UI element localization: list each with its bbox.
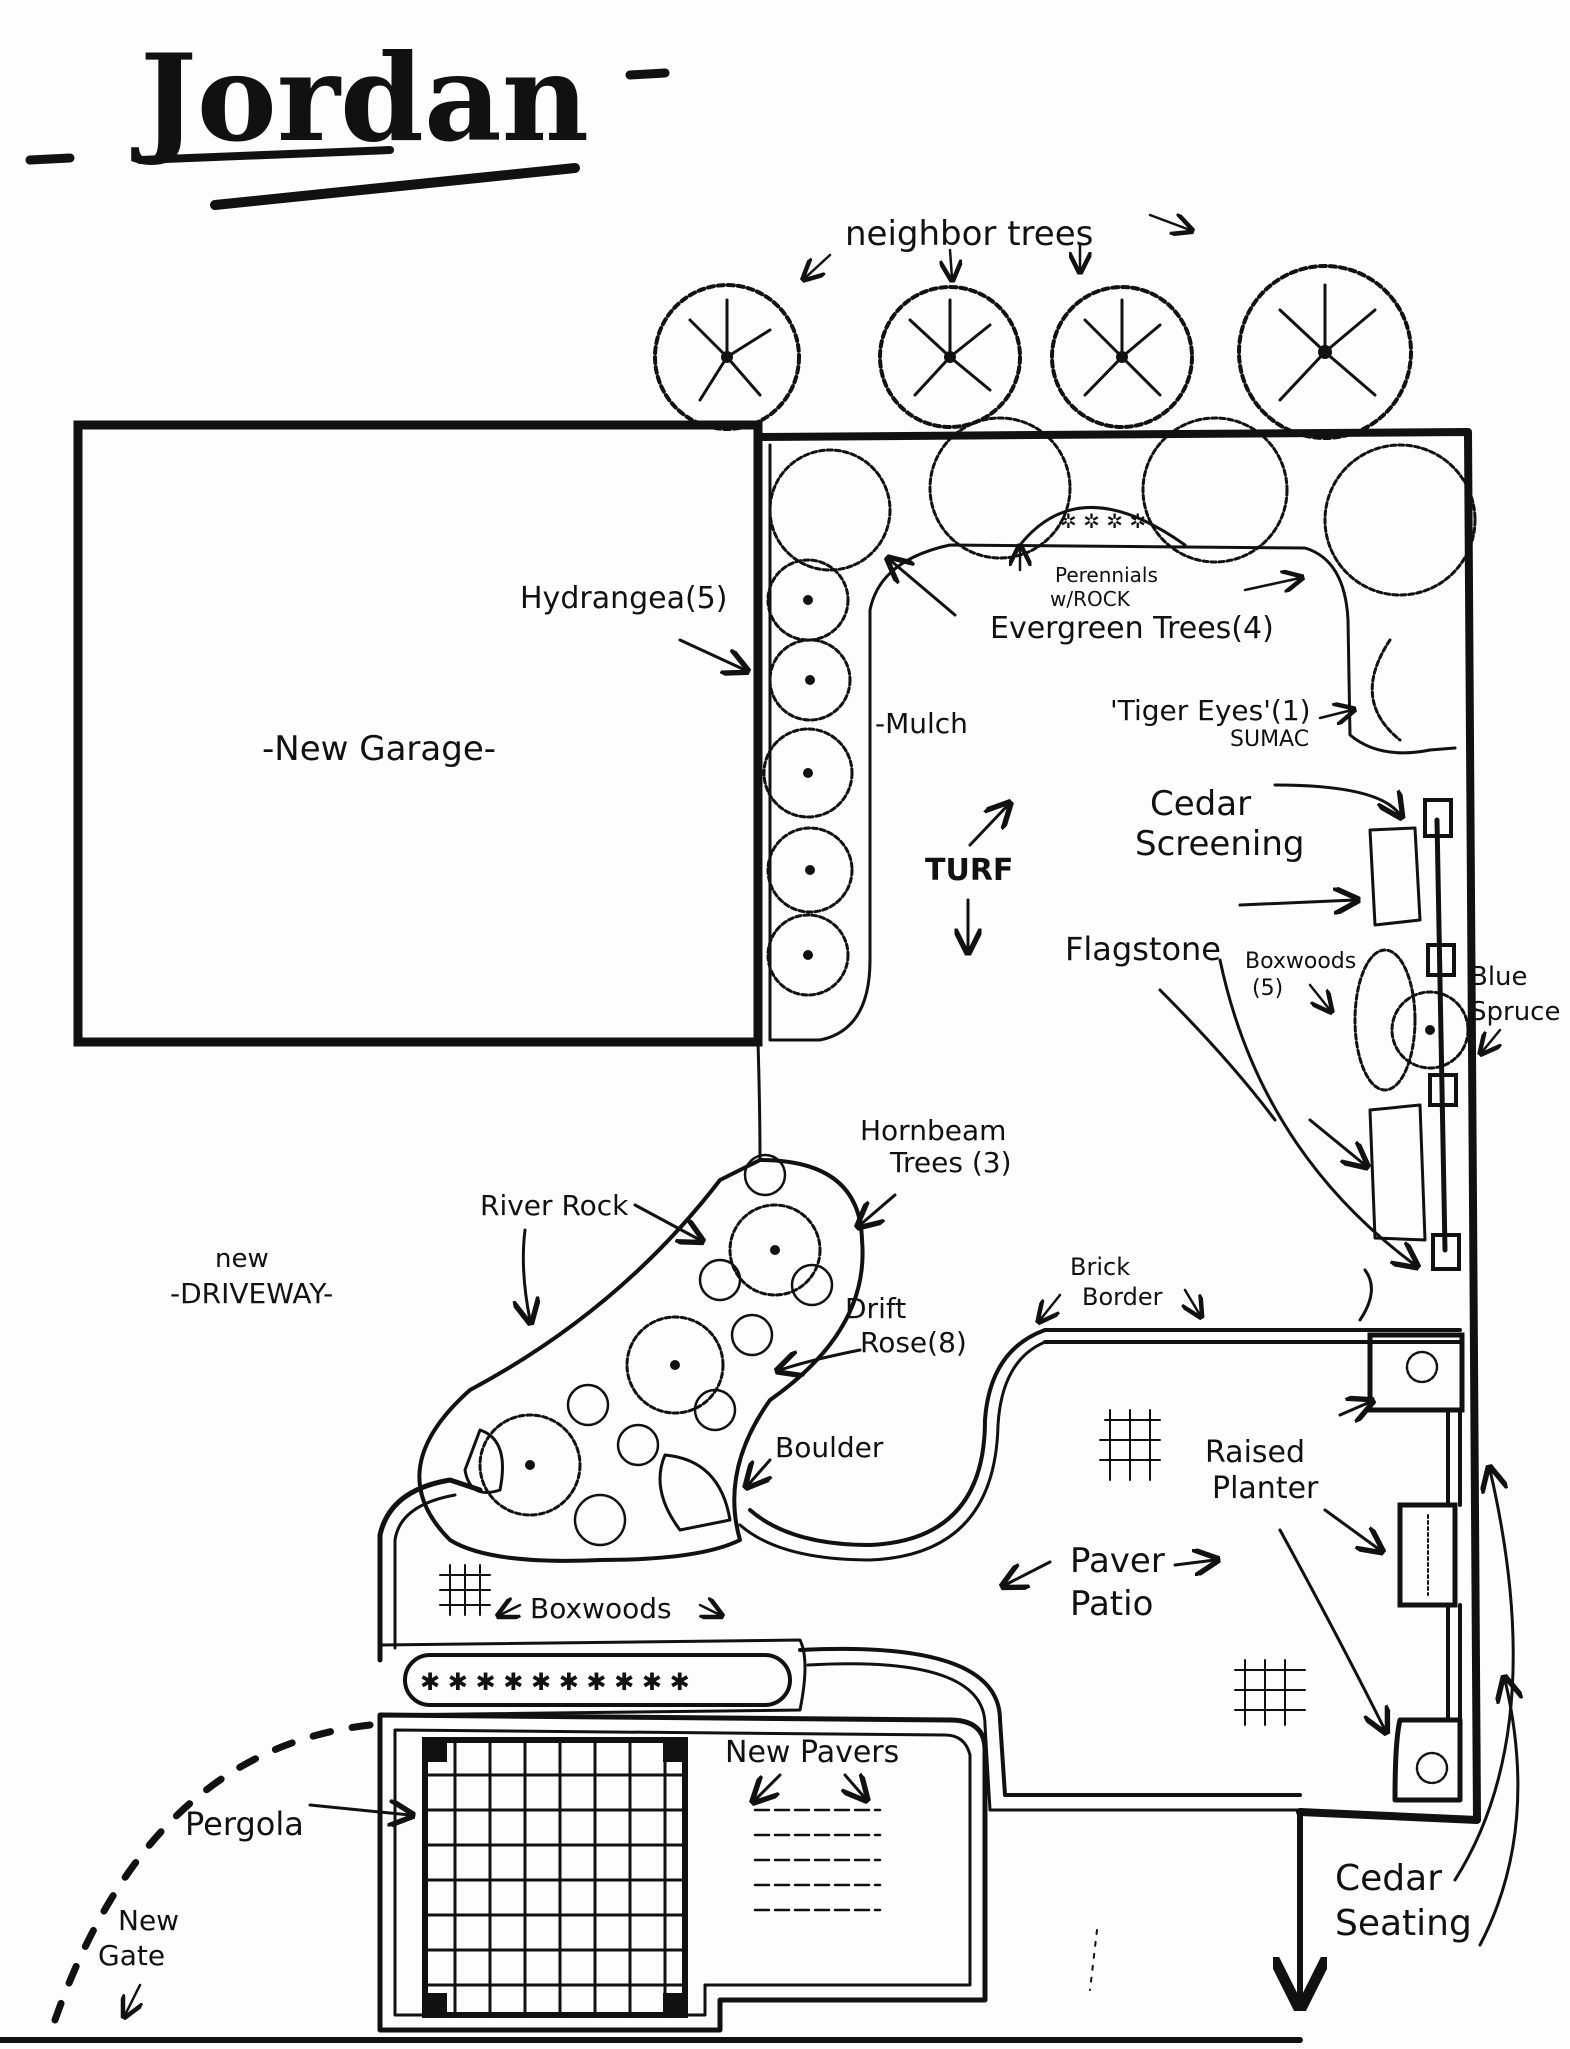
mulch-label: -Mulch <box>875 707 968 740</box>
title-block: Jordan <box>25 28 670 210</box>
hornbeam-label-1: Hornbeam <box>860 1114 1006 1147</box>
sumac-label: SUMAC <box>1230 727 1309 752</box>
perennials-with-rock: ✲ ✲ ✲ ✲ <box>1018 506 1187 547</box>
neighbor-tree-4 <box>1237 264 1413 440</box>
page-title: Jordan <box>131 28 589 169</box>
new-gate-label-1: New <box>118 1904 179 1937</box>
raised-planter-label-1: Raised <box>1205 1435 1305 1470</box>
hydrangea-label: Hydrangea(5) <box>520 581 727 616</box>
lower-patio <box>377 1712 988 2033</box>
evergreen-trees-label: Evergreen Trees(4) <box>990 611 1274 646</box>
boxwoods-bottom-label: Boxwoods <box>530 1592 672 1625</box>
turf-label: TURF <box>925 853 1013 888</box>
pergola <box>422 1737 688 2018</box>
flagstone-label: Flagstone <box>1065 930 1221 968</box>
tiger-eyes-label: 'Tiger Eyes'(1) <box>1110 694 1311 727</box>
boxwoods-right-label: Boxwoods <box>1245 949 1356 974</box>
cedar-screening-label-1: Cedar <box>1150 784 1251 824</box>
drift-rose-label-1: Drift <box>845 1292 906 1325</box>
blue-spruce-label-1: Blue <box>1470 962 1528 992</box>
svg-text:✲ ✲ ✲ ✲: ✲ ✲ ✲ ✲ <box>1060 509 1146 533</box>
paver-patches <box>439 1409 1306 1726</box>
hornbeam-label-2: Trees (3) <box>889 1146 1012 1179</box>
neighbor-trees: neighbor trees <box>653 214 1413 440</box>
paver-patio <box>377 1328 1462 1991</box>
new-gate-label-2: Gate <box>98 1939 165 1972</box>
neighbor-tree-2 <box>878 285 1022 429</box>
paver-patio-label-2: Patio <box>1070 1584 1153 1624</box>
river-rock-label: River Rock <box>480 1189 629 1222</box>
drift-rose-label-2: Rose(8) <box>860 1326 967 1359</box>
neighbor-tree-1 <box>653 283 801 431</box>
driveway-edge <box>756 1040 762 1162</box>
hydrangea-shrubs <box>762 558 854 997</box>
neighbor-tree-3 <box>1050 285 1194 429</box>
property-line <box>754 428 1481 2000</box>
pergola-label: Pergola <box>185 1805 304 1843</box>
cedar-seating-label-2: Seating <box>1335 1903 1472 1944</box>
flagstone-path <box>1368 826 1427 1242</box>
w-rock-label: w/ROCK <box>1050 587 1131 611</box>
new-pavers-label: New Pavers <box>725 1735 899 1770</box>
brick-border-label-1: Brick <box>1070 1253 1130 1281</box>
mulch-bed: ✲ ✲ ✲ ✲ <box>762 416 1477 1042</box>
boxwoods-right-count: (5) <box>1252 976 1283 1001</box>
new-garage: -New Garage- <box>73 420 763 1047</box>
raised-planter-label-2: Planter <box>1212 1471 1319 1506</box>
boxwood-row: ✱ ✱ ✱ ✱ ✱ ✱ ✱ ✱ ✱ ✱ <box>378 1638 807 1717</box>
new-pavers-patch <box>753 1808 882 1912</box>
neighbor-trees-label: neighbor trees <box>845 214 1093 254</box>
cedar-screening <box>1423 798 1461 1271</box>
boulder-label: Boulder <box>775 1431 884 1464</box>
new-garage-label: -New Garage- <box>262 729 496 769</box>
new-driveway-label-2: -DRIVEWAY- <box>170 1277 333 1310</box>
cedar-screening-label-2: Screening <box>1135 824 1304 864</box>
paver-patio-label-1: Paver <box>1070 1541 1165 1581</box>
brick-border-label-2: Border <box>1082 1283 1163 1311</box>
boxwoods-and-blue-spruce <box>1353 948 1470 1092</box>
blue-spruce-label-2: Spruce <box>1470 997 1560 1027</box>
cedar-seating-label-1: Cedar <box>1335 1858 1442 1899</box>
svg-text:✱ ✱ ✱ ✱ ✱ ✱ ✱ ✱ ✱ ✱: ✱ ✱ ✱ ✱ ✱ ✱ ✱ ✱ ✱ ✱ <box>420 1668 690 1696</box>
raised-planter <box>1367 1332 1465 1803</box>
evergreen-trees <box>768 416 1477 742</box>
new-driveway-label-1: new <box>215 1244 269 1274</box>
new-gate-swing <box>51 1721 374 2024</box>
perennials-label: Perennials <box>1055 563 1158 587</box>
hornbeam-bed <box>417 1153 865 1563</box>
